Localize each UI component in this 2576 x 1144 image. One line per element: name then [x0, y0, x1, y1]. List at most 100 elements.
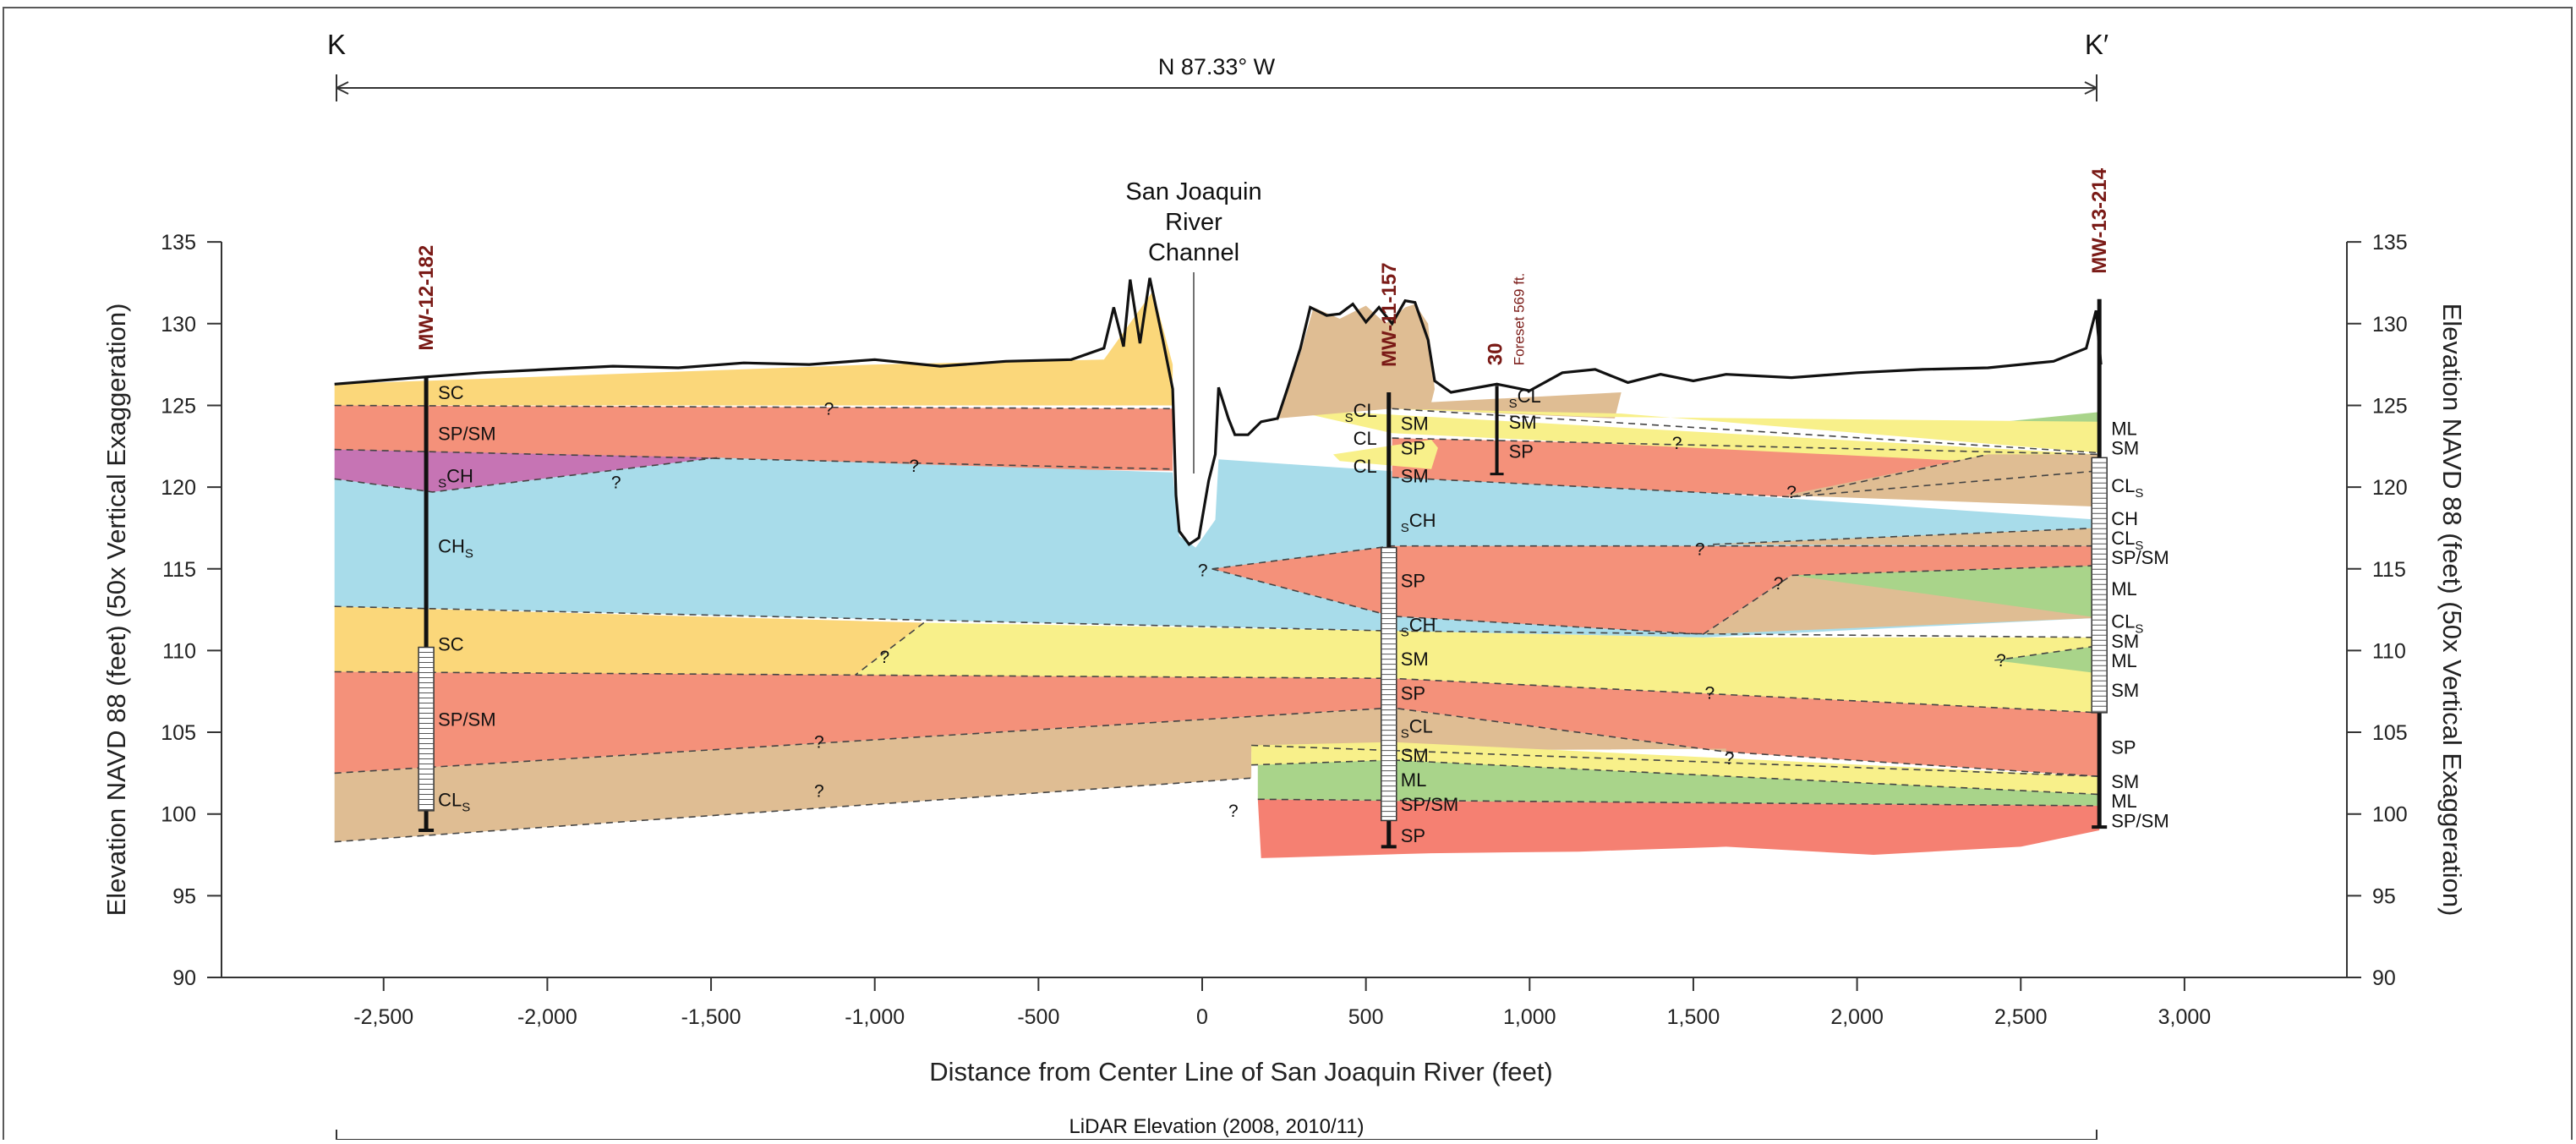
unit-label-code: CL	[1354, 428, 1377, 449]
uncertain-contact-marker: ?	[1704, 684, 1715, 703]
unit-label-code: SP/SM	[2111, 547, 2169, 568]
unit-label-code: CL	[2111, 611, 2135, 632]
unit-sm-upper-right	[1283, 408, 2100, 468]
unit-cls-bottom	[334, 708, 1726, 842]
section-arrow-left	[336, 81, 349, 95]
unit-label-subscript: S	[2135, 486, 2143, 501]
unit-label-code: SP	[1401, 825, 1425, 846]
river-label-line1: San Joaquin	[1125, 178, 1261, 205]
unit-label-code: CL	[438, 789, 462, 810]
y-tick-label-left: 135	[161, 231, 196, 255]
unit-ml-lower	[1257, 759, 2100, 806]
x-tick-label: 0	[1196, 1005, 1208, 1029]
unit-label: SP/SM	[438, 709, 495, 731]
unit-label-code: CH	[1409, 614, 1436, 635]
contact-line	[1211, 545, 2100, 570]
uncertain-contact-marker: ?	[824, 399, 834, 419]
unit-label-code: SP	[1401, 438, 1425, 459]
contact-line	[1392, 470, 2100, 498]
contact-line	[334, 457, 718, 493]
unit-label: SP/SM	[2111, 810, 2169, 831]
unit-label-code: SM	[2111, 438, 2139, 459]
unit-label-code: ML	[1401, 769, 1427, 791]
monitoring-wells: MW-12-182SCSP/SMSCHCHSSCSP/SMCLSMW-11-15…	[415, 167, 2169, 849]
unit-label-code: CL	[1354, 456, 1377, 477]
uncertain-contact-marker: ?	[879, 648, 889, 667]
uncertain-contact-marker: ?	[909, 457, 919, 476]
unit-spsm-mid	[334, 671, 2100, 777]
unit-label-code: SP/SM	[2111, 810, 2169, 831]
unit-label-code: SM	[2111, 771, 2139, 792]
unit-label-prefix: S	[1401, 521, 1409, 535]
unit-label: CLS	[2111, 475, 2143, 501]
uncertain-contact-marker: ?	[1198, 561, 1208, 581]
y-tick-label-right: 110	[2372, 639, 2406, 663]
source-note-text: LiDAR Elevation (2008, 2010/11)	[1069, 1115, 1364, 1138]
unit-ml-mid-right	[1791, 565, 2100, 618]
y-tick-label-right: 95	[2372, 884, 2396, 908]
unit-label-code: SC	[438, 634, 464, 655]
contact-line	[1713, 527, 2100, 545]
unit-label: SP	[2111, 736, 2136, 758]
unit-label: CLS	[2111, 611, 2143, 637]
unit-label: SC	[438, 634, 464, 655]
x-tick-label: 1,000	[1503, 1005, 1556, 1029]
y-tick-label-left: 110	[162, 639, 196, 663]
unit-label-code: CL	[1518, 386, 1541, 407]
unit-sm-lower-right	[1251, 742, 2100, 795]
section-line: K K′ N 87.33° W	[327, 29, 2108, 101]
uncertain-contact-marker: ?	[814, 782, 824, 802]
unit-label-code: SP	[1401, 683, 1425, 704]
stratigraphic-units	[334, 291, 2100, 858]
unit-label-code: SM	[1401, 413, 1429, 435]
well-screen	[2091, 457, 2108, 714]
unit-label: SM	[2111, 631, 2139, 652]
y-tick-label-left: 120	[161, 476, 196, 500]
y-tick-label-right: 125	[2372, 394, 2408, 418]
y-tick-label-left: 90	[172, 966, 196, 990]
unit-lens-yellow	[1332, 440, 1438, 469]
contact-line	[334, 448, 1173, 470]
x-tick-label: 2,500	[1994, 1005, 2048, 1029]
x-tick-label: -2,500	[353, 1005, 413, 1029]
unit-sc-top	[334, 291, 1173, 406]
y-tick-label-right: 90	[2372, 966, 2396, 990]
y-axis-title-right: Elevation NAVD 88 (feet) (50x Vertical E…	[2437, 304, 2467, 917]
unit-label: SCL	[1401, 715, 1433, 741]
unit-label-code: SP/SM	[438, 423, 495, 444]
contact-line	[855, 621, 925, 676]
unit-label: SM	[1401, 745, 1429, 766]
unit-label: ML	[2111, 650, 2137, 671]
unit-label: SCH	[438, 466, 473, 491]
y-tick-label-left: 95	[172, 884, 196, 908]
unit-label-code: SM	[1401, 466, 1429, 487]
river-label-line3: Channel	[1148, 239, 1239, 266]
unit-label-code: SM	[1509, 412, 1537, 433]
unit-label-subscript: S	[2135, 539, 2143, 553]
y-tick-label-left: 130	[161, 313, 196, 337]
uncertain-contact-marker: ?	[1672, 434, 1682, 453]
section-arrow-right	[2084, 81, 2097, 95]
unit-label: SCH	[1401, 510, 1436, 535]
unit-label-code: CH	[2111, 508, 2138, 529]
unit-label: SM	[1401, 649, 1429, 670]
unit-label: CL	[1354, 456, 1377, 477]
unit-label: SM	[2111, 680, 2139, 701]
unit-label: ML	[2111, 578, 2137, 599]
y-tick-label-left: 115	[162, 558, 196, 582]
unit-label: ML	[2111, 791, 2137, 812]
y-tick-label-left: 125	[161, 394, 196, 418]
x-tick-label: 3,000	[2158, 1005, 2212, 1029]
unit-label-code: SP/SM	[438, 709, 495, 731]
y-tick-label-right: 100	[2372, 803, 2408, 827]
unit-label: SP/SM	[2111, 547, 2169, 568]
x-tick-label: -500	[1017, 1005, 1059, 1029]
unit-label-code: ML	[2111, 791, 2137, 812]
contact-line	[334, 404, 1173, 410]
unit-ch-purple	[334, 449, 718, 492]
unit-sp-bottom	[1257, 799, 2100, 858]
unit-label-code: SM	[2111, 680, 2139, 701]
river-label-line2: River	[1165, 209, 1222, 236]
